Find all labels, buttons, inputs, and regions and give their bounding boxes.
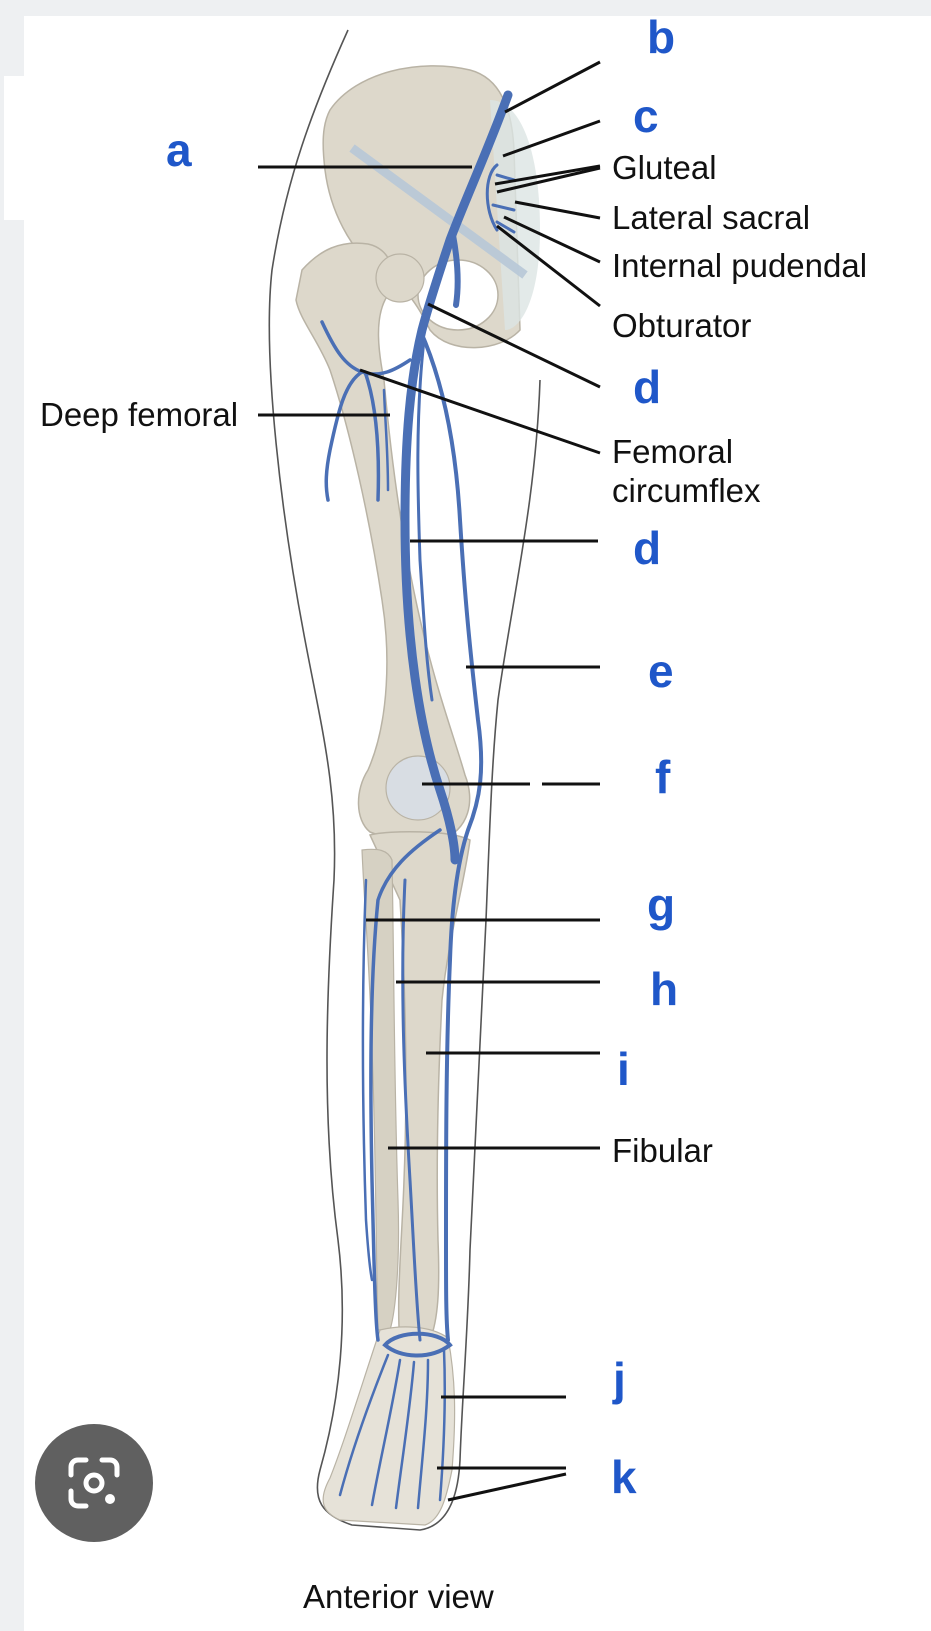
label-femoral-circumflex: Femoral circumflex [612,432,792,510]
label-g: g [647,882,675,928]
label-j: j [613,1356,626,1402]
label-f: f [655,754,670,800]
femoral-head [376,254,424,302]
label-d-lower: d [633,525,661,571]
label-d-upper: d [633,364,661,410]
label-b: b [647,14,675,60]
label-lateral-sacral: Lateral sacral [612,201,810,234]
label-k: k [611,1454,637,1500]
label-gluteal: Gluteal [612,151,717,184]
lens-search-button[interactable] [35,1424,153,1542]
lens-icon [64,1453,124,1513]
label-fibular: Fibular [612,1134,713,1167]
label-a: a [166,127,192,173]
label-internal-pudendal: Internal pudendal [612,249,867,282]
label-e: e [648,648,674,694]
label-i: i [617,1046,630,1092]
label-h: h [650,966,678,1012]
caption-anterior-view: Anterior view [303,1580,494,1613]
label-obturator: Obturator [612,309,751,342]
label-deep-femoral: Deep femoral [40,398,238,431]
label-c: c [633,93,659,139]
